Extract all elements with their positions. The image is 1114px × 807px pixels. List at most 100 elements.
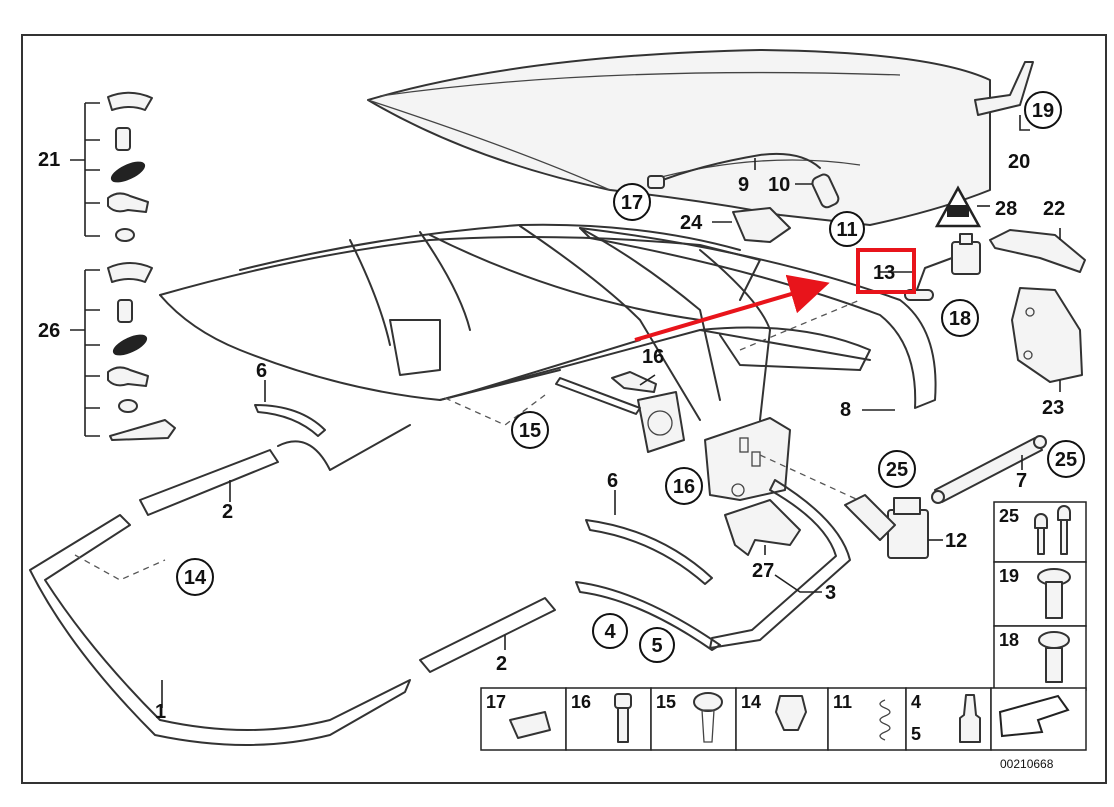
screw-thread-icon-15 (701, 709, 715, 743)
label-6-lower: 6 (607, 470, 618, 492)
label-21: 21 (38, 149, 60, 171)
hinge-bracket (704, 417, 791, 501)
label-11: 11 (836, 219, 857, 241)
label-8: 8 (840, 399, 851, 421)
pin-shank-icon-18 (1045, 647, 1063, 683)
bracket-part-20 (974, 61, 1034, 116)
screw-head-icon-15 (693, 692, 723, 712)
highlight-arrow-13 (634, 274, 830, 342)
seal-part-8 (579, 227, 937, 409)
bracket-part-24 (732, 207, 791, 243)
screw-icon-26 (117, 299, 133, 323)
label-22: 22 (1043, 198, 1065, 220)
label-15: 15 (519, 420, 541, 442)
clip-icon-4-5 (959, 694, 981, 743)
legend-11: 11 (833, 692, 852, 712)
motor-arm (844, 494, 896, 541)
part-labels: 1 2 2 3 6 6 7 8 9 10 12 13 16 20 21 22 2… (38, 149, 1065, 723)
label-12: 12 (945, 530, 967, 552)
seal-part-3 (709, 479, 851, 649)
dashed-ref-14 (74, 554, 166, 581)
label-27: 27 (752, 560, 774, 582)
motor-connector (893, 497, 921, 515)
bolt-shank-icon-16 (617, 707, 629, 743)
pin-head-icon-18 (1038, 631, 1070, 649)
bracket-icon-26 (109, 419, 176, 441)
label-10: 10 (768, 174, 790, 196)
label-1: 1 (155, 701, 166, 723)
cable-part-9 (654, 152, 821, 184)
diagram-frame (21, 34, 1107, 784)
clip-icon-21a (107, 91, 153, 111)
warning-symbol (947, 205, 969, 217)
clip-icon-26a (107, 262, 153, 283)
label-25-right: 25 (1055, 449, 1077, 471)
label-28: 28 (995, 198, 1017, 220)
top-frame-linkage (159, 223, 871, 421)
label-18: 18 (949, 308, 971, 330)
label-23: 23 (1042, 397, 1064, 419)
soft-top-cover (367, 49, 991, 226)
legend-4: 4 (911, 692, 921, 712)
seal-strip-15 (555, 377, 641, 415)
exploded-group-26 (70, 262, 176, 441)
plate-part-23 (1011, 287, 1083, 383)
latch-icon-26 (107, 366, 149, 387)
label-19: 19 (1032, 100, 1054, 122)
nut-icon-14 (775, 695, 807, 731)
ball-stud-icon-a (1034, 513, 1048, 555)
gasket-hole (647, 410, 673, 436)
gasket-part-16 (637, 391, 685, 453)
legend-5: 5 (911, 724, 921, 744)
motor-part-12 (887, 509, 929, 559)
strut-end-25-upper (1033, 435, 1047, 449)
cable-end-17 (647, 175, 665, 189)
label-3: 3 (825, 582, 836, 604)
bolt-shank-icon-19 (1045, 581, 1063, 619)
seal-strip-part-2-upper (139, 449, 279, 516)
screw-icon-21 (115, 127, 131, 151)
label-17: 17 (621, 192, 643, 214)
label-16-upper: 16 (642, 346, 664, 368)
cap-icon-17 (509, 711, 551, 739)
seal-strip-part-2-lower (419, 597, 556, 673)
label-7: 7 (1016, 470, 1027, 492)
label-20: 20 (1008, 151, 1030, 173)
side-legend-18: 18 (999, 630, 1019, 650)
legend-15: 15 (656, 692, 676, 712)
bushing-icon-26 (118, 399, 138, 413)
circled-labels: 4 5 11 14 15 16 17 18 19 25 25 (176, 91, 1085, 663)
bolt-head-icon-16 (614, 693, 632, 709)
seal-frame-part-1 (29, 514, 411, 746)
label-4: 4 (604, 621, 616, 643)
label-5: 5 (651, 635, 662, 657)
side-legend-25: 25 (999, 506, 1019, 526)
seal-clip-part-6-upper (254, 404, 326, 437)
orientation-arrow-icon (998, 694, 1070, 738)
legend-17: 17 (486, 692, 506, 712)
seal-part-4-5 (575, 581, 721, 651)
side-legend-19: 19 (999, 566, 1019, 586)
label-2-lower: 2 (496, 653, 507, 675)
seal-clip-part-6-lower (585, 519, 713, 585)
latch-icon-21 (107, 192, 149, 213)
wire-part-13 (914, 257, 953, 296)
label-16-lower: 16 (673, 476, 695, 498)
plate-part-22 (989, 229, 1086, 273)
label-2-upper: 2 (222, 501, 233, 523)
label-25-left: 25 (886, 459, 908, 481)
dashed-ref-15 (444, 394, 546, 426)
label-9: 9 (738, 174, 749, 196)
sleeve-part-10 (811, 173, 840, 209)
bottom-legend: 17 16 15 14 11 4 5 00210668 (480, 687, 1087, 771)
legend-16: 16 (571, 692, 591, 712)
catalog-number: 00210668 (1000, 757, 1054, 771)
bolt-part-16 (611, 371, 657, 393)
label-24: 24 (680, 212, 703, 234)
leader-lines (161, 115, 1061, 708)
highlight-box-13 (856, 248, 916, 294)
grommet-icon-21 (110, 161, 146, 183)
bushing-icon-21 (115, 228, 135, 242)
label-13: 13 (873, 262, 895, 284)
